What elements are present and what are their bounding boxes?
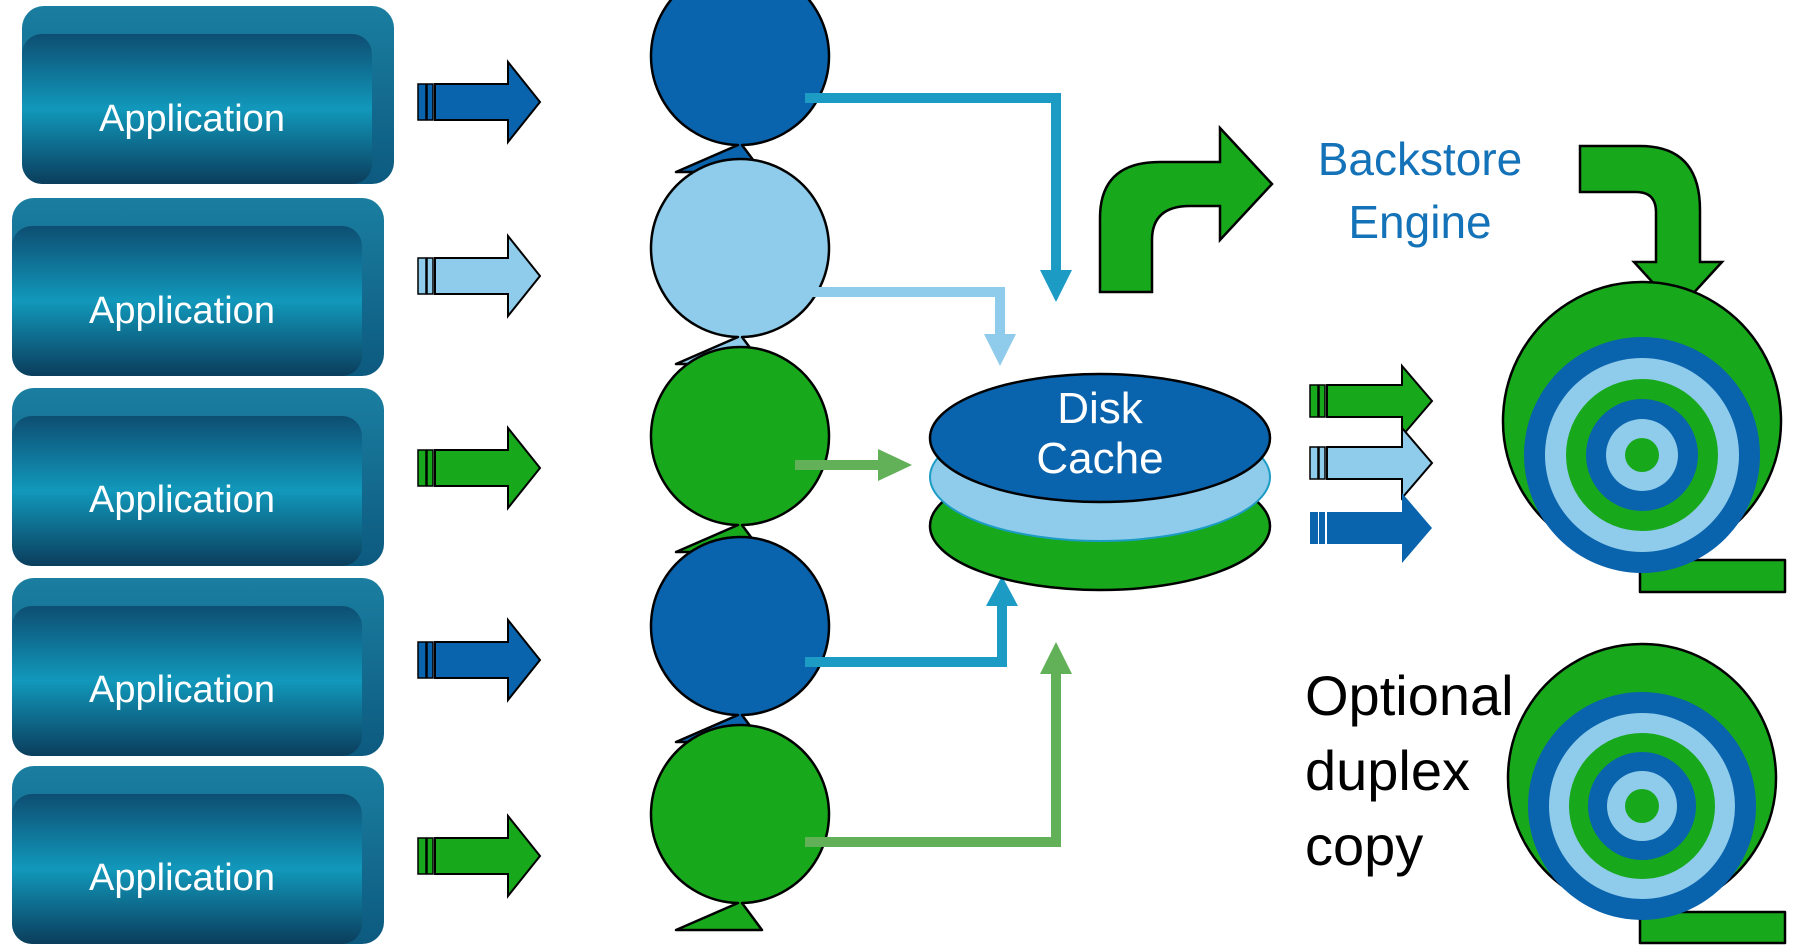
application-box-1: Application <box>22 6 394 184</box>
stream-light-2 <box>649 157 831 366</box>
application-label: Application <box>89 290 275 332</box>
disk-cache: Disk Cache <box>928 372 1272 592</box>
application-label: Application <box>89 479 275 521</box>
arrow-app1-to-stream <box>417 59 542 145</box>
stream-green-5 <box>649 723 831 932</box>
application-box-3: Application <box>12 388 384 566</box>
backstore-tape-duplex <box>1506 642 1787 945</box>
connector-stream1-to-cache <box>805 93 1072 302</box>
connector-stream4-to-cache <box>805 576 1018 667</box>
arrow-engine-to-tape <box>1578 144 1725 312</box>
stream-blue-4 <box>649 535 831 744</box>
connector-stream2-to-cache <box>805 287 1016 366</box>
duplex-label-line3: copy <box>1305 814 1423 877</box>
arrow-cache-to-tape-light <box>1309 425 1434 501</box>
backstore-engine-label-line2: Engine <box>1348 196 1491 248</box>
application-label: Application <box>89 857 275 899</box>
duplex-label-line2: duplex <box>1305 739 1470 802</box>
arrow-app4-to-stream <box>417 617 542 703</box>
application-label: Application <box>99 98 285 140</box>
disk-cache-label-line1: Disk <box>1057 384 1144 433</box>
backstore-engine-label-line1: Backstore <box>1318 133 1523 185</box>
connector-stream5-to-cache <box>805 642 1072 847</box>
arrow-app2-to-stream <box>417 233 542 319</box>
application-label: Application <box>89 669 275 711</box>
arrow-cache-to-tape-green <box>1309 363 1434 439</box>
arrow-app3-to-stream <box>417 425 542 511</box>
application-box-5: Application <box>12 766 384 944</box>
arrow-cache-to-tape-blue <box>1310 493 1432 563</box>
arrow-cache-to-engine <box>1098 124 1274 294</box>
disk-cache-label-line2: Cache <box>1036 434 1163 483</box>
duplex-label-line1: Optional <box>1305 664 1514 727</box>
connector-stream3-to-cache <box>795 449 912 481</box>
backstore-tape-primary <box>1501 280 1787 594</box>
stream-blue-1 <box>649 0 831 174</box>
arrow-app5-to-stream <box>417 813 542 899</box>
application-box-4: Application <box>12 578 384 756</box>
application-box-2: Application <box>12 198 384 376</box>
stream-green-3 <box>649 345 831 554</box>
